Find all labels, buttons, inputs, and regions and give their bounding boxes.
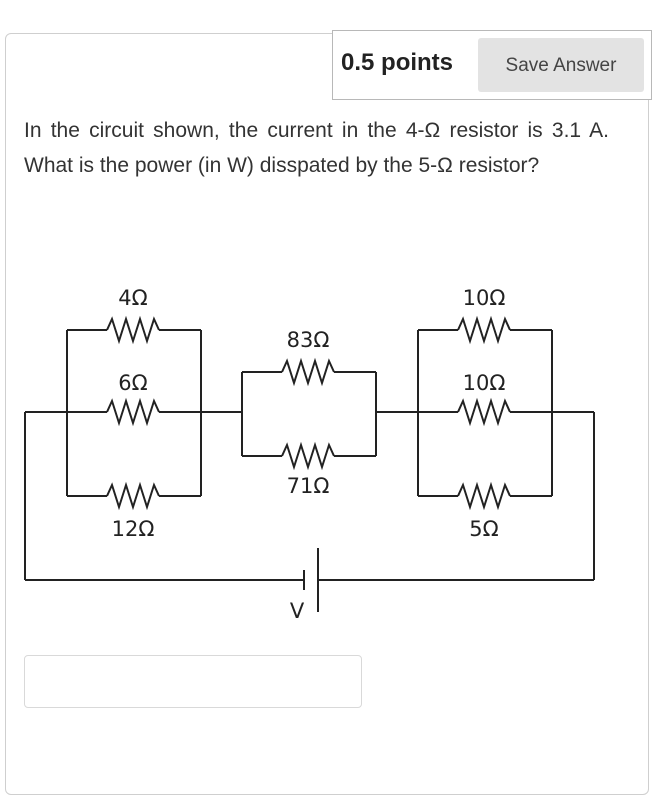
resistor-4ohm — [106, 315, 160, 345]
middle-group-wires — [241, 371, 377, 457]
resistor-83ohm — [281, 357, 335, 387]
resistor-10ohm-top — [457, 315, 511, 345]
label-6ohm: 6Ω — [118, 371, 147, 395]
label-4ohm: 4Ω — [118, 286, 147, 310]
resistor-5ohm — [457, 481, 511, 511]
answer-input[interactable] — [24, 655, 362, 708]
label-5ohm: 5Ω — [469, 517, 498, 541]
label-83ohm: 83Ω — [287, 328, 330, 352]
resistor-6ohm — [106, 397, 160, 427]
connecting-wires — [24, 411, 595, 581]
left-group-wires — [66, 329, 202, 497]
label-battery-v: V — [290, 599, 305, 623]
label-71ohm: 71Ω — [287, 474, 330, 498]
save-answer-button[interactable]: Save Answer — [478, 38, 644, 92]
resistor-10ohm-middle — [457, 397, 511, 427]
circuit-diagram: 4Ω 6Ω 12Ω 83Ω 71Ω 10Ω 10Ω 5Ω V — [24, 286, 595, 623]
resistor-12ohm — [106, 481, 160, 511]
label-10ohm-middle: 10Ω — [463, 371, 506, 395]
label-10ohm-top: 10Ω — [463, 286, 506, 310]
right-group-wires — [417, 329, 553, 497]
question-text: In the circuit shown, the current in the… — [24, 119, 609, 177]
points-header: 0.5 points Save Answer — [332, 30, 652, 100]
label-12ohm: 12Ω — [112, 517, 155, 541]
points-label: 0.5 points — [341, 49, 454, 76]
resistor-71ohm — [281, 441, 335, 471]
